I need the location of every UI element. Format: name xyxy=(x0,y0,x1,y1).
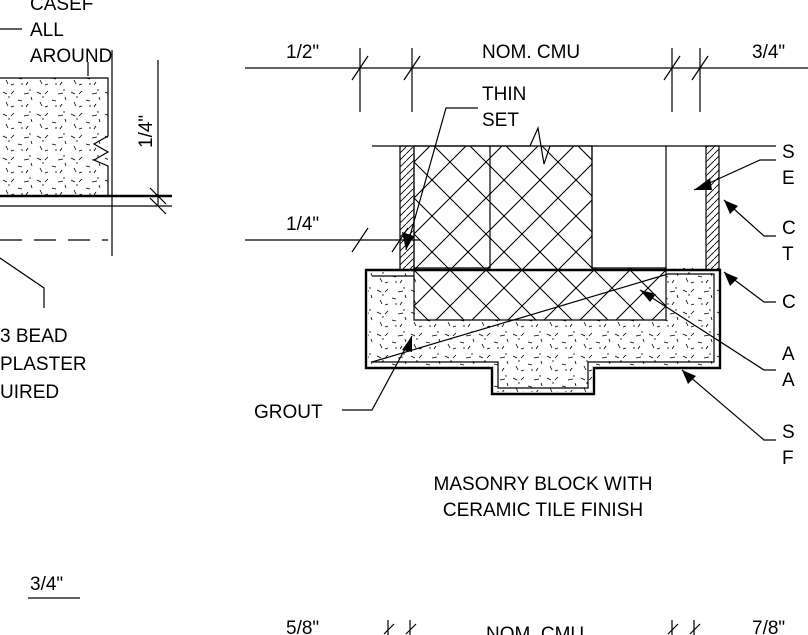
leader-3 xyxy=(723,271,776,303)
quarter-tick-2 xyxy=(149,197,167,215)
dim-tick-3 xyxy=(663,55,681,81)
casing-outline-inner xyxy=(371,273,715,389)
plaster-edge xyxy=(0,77,110,196)
quarter-tick-1 xyxy=(149,187,167,205)
quarter-tick-main-1 xyxy=(351,227,369,253)
quarter-tick-main-2 xyxy=(391,227,409,253)
casing-note-line-2: ALL xyxy=(30,20,64,41)
grout-leader xyxy=(342,335,413,411)
lower-detail: 5/8" NOM. CMU 7/8" xyxy=(286,618,785,635)
lower-tick-3 xyxy=(667,623,679,635)
arrow-5 xyxy=(682,370,696,384)
lower-dim-center-label: NOM. CMU xyxy=(486,624,584,635)
lower-dim-right-label: 7/8" xyxy=(752,618,785,635)
detail-title-line-2: CERAMIC TILE FINISH xyxy=(443,500,643,521)
bead-leader xyxy=(0,257,45,308)
bead-note-line-2: PLASTER xyxy=(0,354,87,375)
casing-note-line-3: AROUND xyxy=(30,46,112,67)
detail-title-line-1: MASONRY BLOCK WITH xyxy=(434,474,653,495)
dim-quarter-vertical: 1/4" xyxy=(136,115,157,148)
grout-arrow xyxy=(402,336,412,352)
plaster-fill xyxy=(0,78,108,196)
lower-tick-2 xyxy=(405,623,417,635)
grout-label: GROUT xyxy=(254,402,323,423)
thin-set-line-2: SET xyxy=(482,110,519,131)
dim-tick-4 xyxy=(691,55,709,81)
right-label-4: T xyxy=(782,244,794,265)
main-detail: 1/2" NOM. CMU 3/4" THIN SET 1/4" GROUT xyxy=(245,42,808,521)
right-label-8: S xyxy=(782,422,795,443)
dim-center-label: NOM. CMU xyxy=(482,42,580,63)
right-label-3: C xyxy=(782,218,796,239)
thin-set-line-1: THIN xyxy=(482,84,526,105)
right-label-2: E xyxy=(782,168,795,189)
dim-tick-1 xyxy=(351,55,369,81)
leader-5 xyxy=(681,369,776,441)
right-label-1: S xyxy=(782,142,795,163)
arrow-1 xyxy=(694,178,712,190)
right-label-9: F xyxy=(782,448,794,469)
bead-note-line-3: UIRED xyxy=(0,382,59,403)
right-tile xyxy=(705,145,720,271)
lower-dim-left-label: 5/8" xyxy=(286,618,319,635)
casing-outline-outer xyxy=(364,268,722,396)
left-tile xyxy=(399,145,415,271)
arrow-3 xyxy=(724,272,738,286)
lower-tick-4 xyxy=(689,623,701,635)
leader-1 xyxy=(693,159,776,191)
cmu-core-left xyxy=(414,146,491,269)
right-label-7: A xyxy=(782,370,795,391)
leader-4 xyxy=(639,289,776,371)
lower-tick-1 xyxy=(383,623,395,635)
leader-2 xyxy=(723,199,776,237)
grout-fill xyxy=(368,268,720,392)
dim-left-label: 1/2" xyxy=(286,42,319,63)
bead-note-line-1: 3 BEAD xyxy=(0,326,68,347)
dim-tick-2 xyxy=(403,55,421,81)
dim-right-label: 3/4" xyxy=(752,42,785,63)
dim-quarter-left-label: 1/4" xyxy=(286,214,319,235)
cmu-block xyxy=(413,145,667,321)
arrow-4 xyxy=(640,290,656,302)
right-label-5: C xyxy=(782,292,796,313)
right-label-6: A xyxy=(782,344,795,365)
left-partial-detail: CASEF ALL AROUND 1/4" 3 BEAD PLASTER UIR… xyxy=(0,0,172,599)
casing-note-line-1: CASEF xyxy=(30,0,93,15)
dim-three-quarter-bottom: 3/4" xyxy=(30,574,63,595)
arrow-2 xyxy=(724,200,738,214)
